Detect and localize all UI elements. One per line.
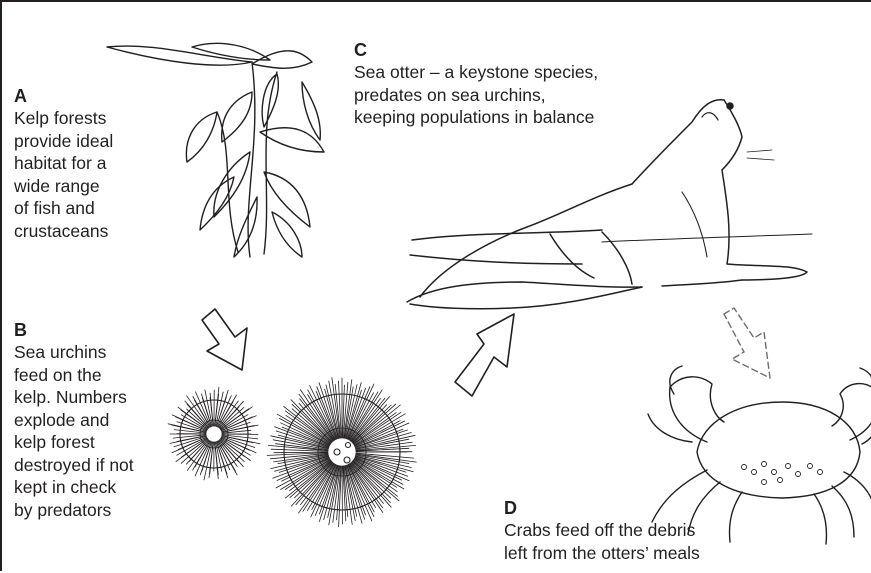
- panel-c-label: C: [354, 40, 367, 60]
- arrow-otter-to-crab: [724, 308, 770, 378]
- arrow-kelp-to-urchins: [202, 309, 247, 370]
- crab-illustration: [648, 366, 871, 544]
- panel-d-label: D: [504, 498, 517, 518]
- arrow-urchins-to-otter: [455, 314, 514, 396]
- sea-otter-illustration: [407, 100, 812, 309]
- panel-c-text: Sea otter – a keystone species, predates…: [354, 61, 598, 129]
- kelp-illustration: [107, 43, 324, 257]
- panel-a-label: A: [14, 86, 27, 106]
- panel-b-text: Sea urchins feed on the kelp. Numbers ex…: [14, 341, 134, 521]
- panel-d-text: Crabs feed off the debris left from the …: [504, 519, 700, 564]
- sea-urchins-illustration: [168, 378, 416, 527]
- panel-b-label: B: [14, 320, 27, 340]
- panel-a-text: Kelp forests provide ideal habitat for a…: [14, 107, 113, 242]
